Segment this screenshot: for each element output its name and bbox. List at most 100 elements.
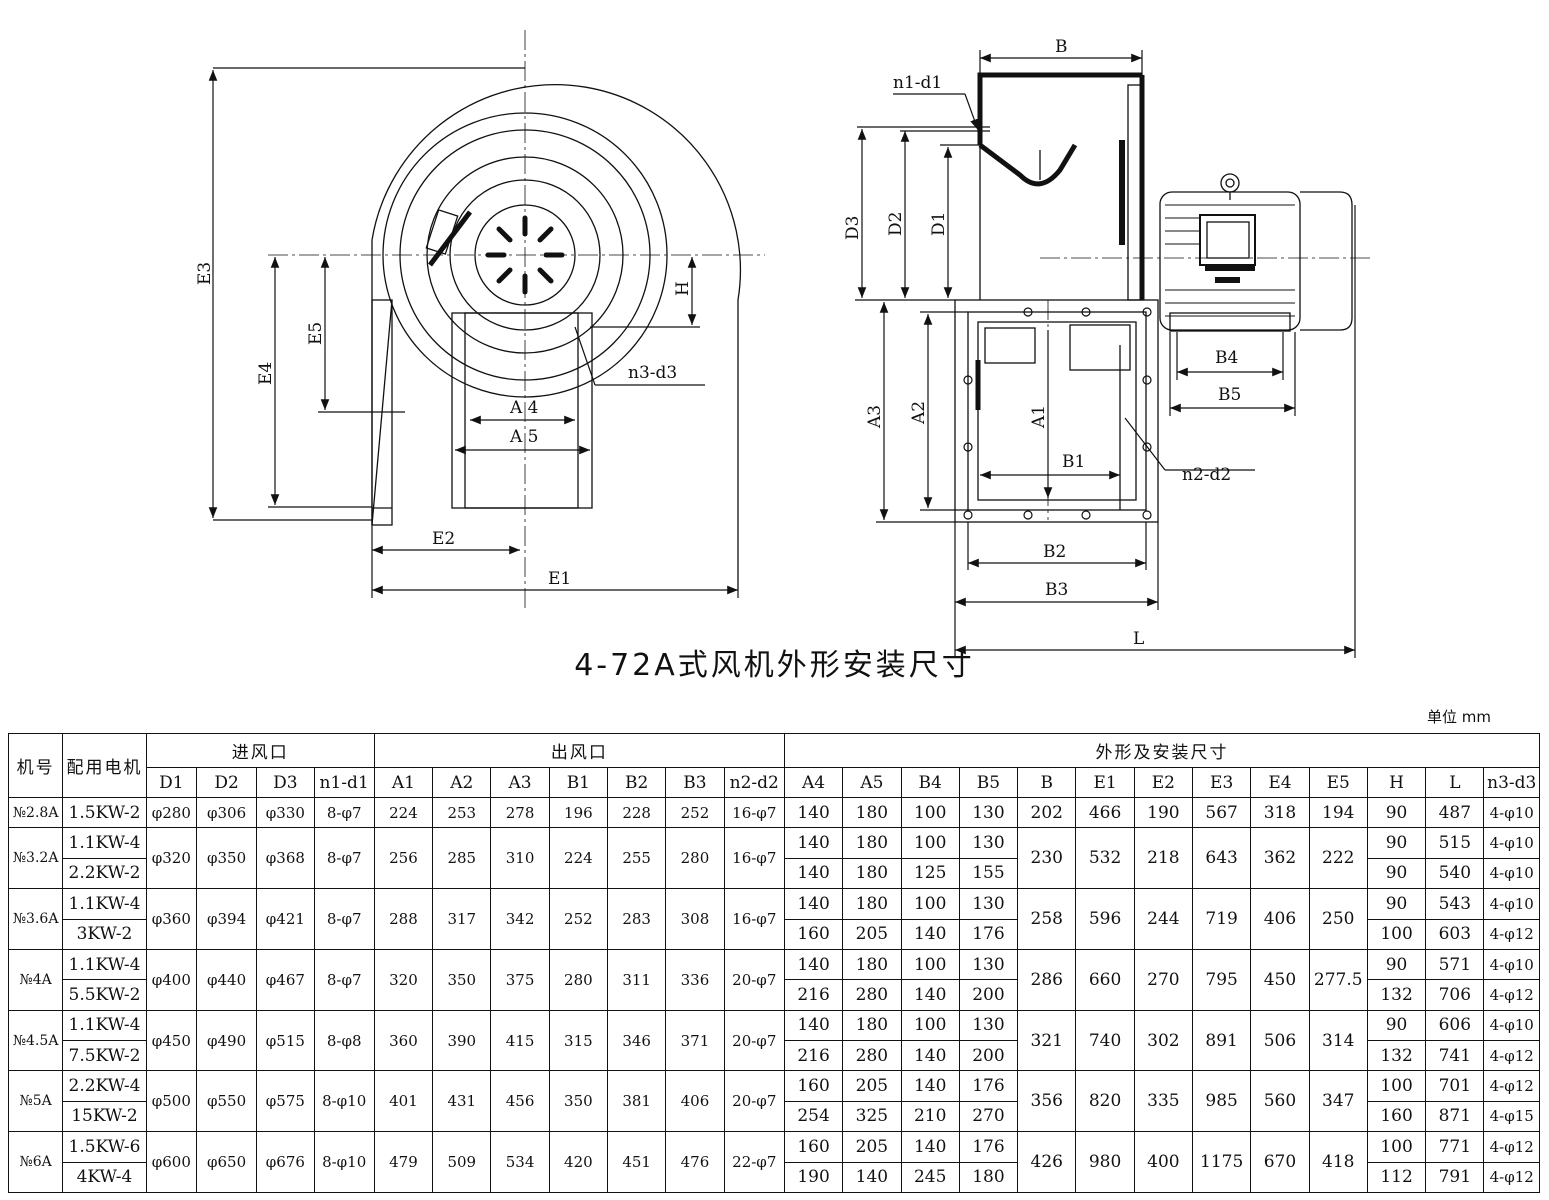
table-cell: 8-φ10 [313, 1131, 375, 1193]
table-cell: φ360 [145, 888, 197, 950]
label-A1: A1 [1029, 405, 1049, 429]
table-cell: 140 [900, 1070, 960, 1102]
table-cell: 2.2KW-2 [62, 857, 147, 890]
table-cell: 200 [958, 1039, 1019, 1072]
table-cell: φ320 [145, 827, 197, 890]
table-cell: 371 [665, 1009, 725, 1072]
table-cell: 230 [1017, 827, 1077, 890]
table-cell: 140 [783, 827, 844, 859]
label-B5: B5 [1218, 385, 1241, 405]
table-cell: 130 [958, 888, 1019, 920]
table-cell: 16-φ7 [723, 888, 785, 950]
table-cell: 216 [783, 1039, 844, 1072]
table-cell: φ650 [195, 1131, 258, 1193]
table-cell: 1.1KW-4 [62, 827, 147, 859]
table-cell: 571 [1425, 948, 1485, 981]
table-cell: 311 [606, 948, 667, 1011]
table-cell: φ575 [256, 1070, 315, 1133]
table-cell: 4-φ10 [1483, 857, 1540, 890]
column-header: B1 [548, 767, 609, 798]
column-header: B5 [958, 767, 1019, 798]
label-B3: B3 [1045, 580, 1068, 600]
table-cell: 205 [842, 918, 902, 950]
table-cell: 350 [432, 948, 492, 1011]
table-cell: 390 [432, 1009, 492, 1072]
table-cell: 286 [1017, 948, 1077, 1011]
column-header: B3 [665, 767, 725, 798]
table-cell: №3.2A [7, 827, 64, 890]
label-A2: A2 [909, 401, 929, 425]
table-cell: 140 [783, 1009, 844, 1042]
table-cell: 160 [1366, 1100, 1427, 1133]
table-cell: φ368 [256, 827, 315, 890]
table-cell: 130 [958, 948, 1019, 981]
table-cell: 90 [1366, 888, 1427, 920]
table-cell: №6A [7, 1131, 64, 1193]
table-cell: 406 [665, 1070, 725, 1133]
column-header: A2 [432, 767, 492, 798]
table-cell: 256 [373, 827, 434, 890]
label-n3-d3: n3-d3 [628, 363, 677, 383]
table-cell: 140 [900, 979, 960, 1011]
table-cell: 560 [1250, 1070, 1310, 1133]
table-cell: 90 [1366, 796, 1427, 829]
table-cell: 741 [1425, 1039, 1485, 1072]
table-cell: 643 [1191, 827, 1252, 890]
table-cell: 1175 [1191, 1131, 1252, 1193]
table-cell: 180 [842, 948, 902, 981]
table-cell: φ280 [145, 796, 197, 829]
table-cell: 302 [1133, 1009, 1194, 1072]
table-cell: 1.5KW-2 [62, 796, 147, 829]
table-cell: φ394 [195, 888, 258, 950]
header-model: 机号 [7, 733, 64, 798]
table-cell: 200 [958, 979, 1019, 1011]
table-cell: 670 [1250, 1131, 1310, 1193]
table-cell: 314 [1308, 1009, 1368, 1072]
table-cell: 210 [900, 1100, 960, 1133]
table-cell: 8-φ7 [313, 827, 375, 890]
table-cell: 567 [1191, 796, 1252, 829]
table-cell: 701 [1425, 1070, 1485, 1102]
table-cell: 415 [490, 1009, 550, 1072]
table-cell: 540 [1425, 857, 1485, 890]
column-header: n1-d1 [313, 767, 375, 798]
table-cell: 4-φ12 [1483, 1070, 1540, 1102]
label-E4: E4 [256, 362, 276, 385]
table-cell: 278 [490, 796, 550, 829]
table-cell: 132 [1366, 979, 1427, 1011]
table-cell: 346 [606, 1009, 667, 1072]
table-cell: 140 [783, 948, 844, 981]
table-cell: 245 [900, 1161, 960, 1193]
table-cell: 356 [1017, 1070, 1077, 1133]
column-header: A1 [373, 767, 434, 798]
table-cell: 325 [842, 1100, 902, 1133]
table-cell: 308 [665, 888, 725, 950]
table-cell: 277.5 [1308, 948, 1368, 1011]
table-cell: 2.2KW-4 [62, 1070, 147, 1102]
column-header: E1 [1075, 767, 1135, 798]
table-cell: 985 [1191, 1070, 1252, 1133]
table-cell: 252 [548, 888, 609, 950]
table-cell: φ330 [256, 796, 315, 829]
table-cell: 381 [606, 1070, 667, 1133]
table-cell: φ440 [195, 948, 258, 1011]
table-cell: 190 [783, 1161, 844, 1193]
table-cell: №3.6A [7, 888, 64, 950]
table-cell: 194 [1308, 796, 1368, 829]
fan-outline-drawing: E3 E4 E5 H A 4 A 5 n3-d3 E2 E1 [195, 30, 1370, 658]
table-cell: 254 [783, 1100, 844, 1133]
front-view [268, 30, 765, 610]
table-cell: 740 [1075, 1009, 1135, 1072]
table-cell: 252 [665, 796, 725, 829]
table-cell: 196 [548, 796, 609, 829]
table-cell: 420 [548, 1131, 609, 1193]
table-cell: 4-φ12 [1483, 979, 1540, 1011]
table-cell: 244 [1133, 888, 1194, 950]
table-cell: 4-φ10 [1483, 1009, 1540, 1042]
label-E5: E5 [306, 322, 326, 345]
label-B4: B4 [1215, 348, 1238, 368]
